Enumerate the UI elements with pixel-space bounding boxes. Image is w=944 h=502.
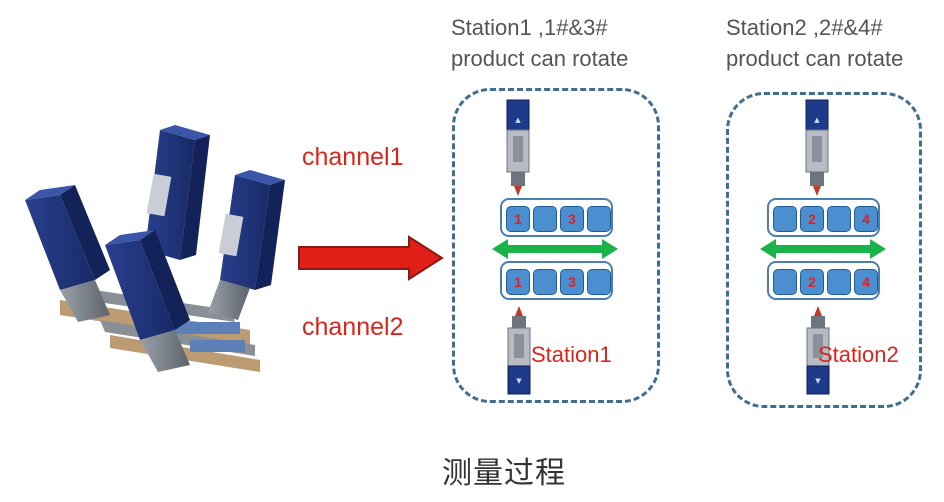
- station2-bottom-slot-2: 2: [800, 269, 824, 295]
- svg-text:▼: ▼: [516, 377, 522, 385]
- machine-tower-back-left: [145, 125, 210, 260]
- sensor-icon: ▲: [805, 99, 829, 196]
- double-arrow-icon: [492, 239, 618, 259]
- station1-bottom-slot-4: [587, 269, 611, 295]
- station1-bottom-slot-2: [533, 269, 557, 295]
- svg-text:▼: ▼: [815, 377, 821, 385]
- station1-top-slot-4: [587, 206, 611, 232]
- station1-bottom-slot-1: 1: [506, 269, 530, 295]
- machine-tower-front-left: [25, 185, 110, 322]
- station1-title-line1: Station1 ,1#&3#: [451, 15, 608, 40]
- station1-top-slot-2: [533, 206, 557, 232]
- station2-bottom-slot-3: [827, 269, 851, 295]
- channel1-label: channel1: [302, 143, 404, 171]
- station2-bottom-slot-1: [773, 269, 797, 295]
- channel2-label: channel2: [302, 313, 404, 341]
- svg-text:▲: ▲: [814, 116, 820, 124]
- station2-title-line1: Station2 ,2#&4#: [726, 15, 883, 40]
- station1-box: [452, 88, 660, 403]
- station2-top-slot-2: 2: [800, 206, 824, 232]
- machine-illustration: [25, 125, 285, 372]
- station1-top-slot-1: 1: [506, 206, 530, 232]
- station2-bottom-tray: 2 4: [767, 261, 880, 300]
- station2-title: Station2 ,2#&4# product can rotate: [726, 12, 903, 74]
- station2-top-slot-1: [773, 206, 797, 232]
- station1-label: Station1: [531, 342, 612, 367]
- sensor-icon: ▼: [806, 306, 830, 395]
- station2-top-slot-4: 4: [854, 206, 878, 232]
- machine-tower-front-right: [105, 230, 190, 372]
- station1-top-slot-3: 3: [560, 206, 584, 232]
- station2-title-line2: product can rotate: [726, 46, 904, 71]
- sensor-icon: ▲: [506, 99, 530, 196]
- station2-top-slot-3: [827, 206, 851, 232]
- station1-bottom-tray: 1 3: [500, 261, 613, 300]
- station2-bottom-slot-4: 4: [854, 269, 878, 295]
- sensor-icon: ▼: [507, 306, 531, 395]
- station2-top-tray: 2 4: [767, 198, 880, 237]
- footer-caption: 测量过程: [442, 456, 566, 491]
- station1-title: Station1 ,1#&3# product can rotate: [451, 12, 628, 74]
- svg-text:▲: ▲: [515, 116, 521, 124]
- station2-box: [726, 92, 922, 408]
- station2-label: Station2: [818, 342, 899, 367]
- double-arrow-icon: [760, 239, 886, 259]
- station1-top-tray: 1 3: [500, 198, 613, 237]
- machine-tower-back-right: [208, 170, 285, 320]
- station1-bottom-slot-3: 3: [560, 269, 584, 295]
- station1-title-line2: product can rotate: [451, 46, 629, 71]
- right-arrow-icon: [298, 235, 444, 281]
